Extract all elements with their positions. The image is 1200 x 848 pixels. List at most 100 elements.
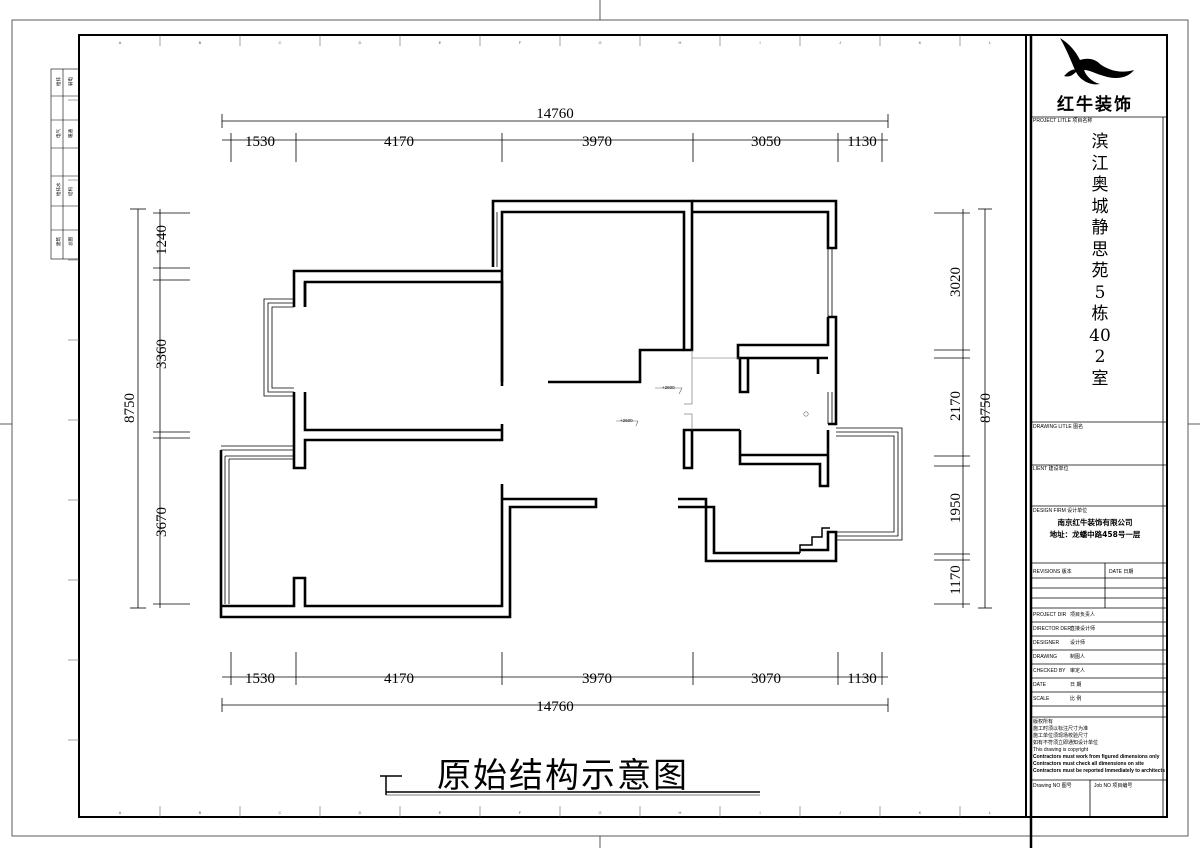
window-left-bay (263, 298, 294, 397)
note-line: 如有不符须立即通知设计单位 (1033, 740, 1099, 746)
dim-top: 3050 (751, 134, 781, 150)
client-cn: 建设单位 (1048, 466, 1069, 472)
drawing-border (78, 34, 1168, 818)
note-line: 施工时须以标注尺寸为准 (1033, 726, 1089, 732)
date-row: DATE 日期 (1109, 569, 1163, 575)
company-address: 地址：龙蟠中路458号一层 (1049, 530, 1141, 539)
job-no-label: Job NO (1094, 783, 1111, 789)
note-line: Contractors must check all dimensions on… (1033, 761, 1144, 767)
dim-bottom: 1130 (847, 671, 876, 687)
project-dir-cn: 项目负责人 (1070, 612, 1096, 618)
elevation-mark: +2600 (620, 418, 633, 423)
dim-bottom: 3970 (582, 671, 612, 687)
elevation-mark: +2600 (662, 385, 675, 390)
grid-mark: I (759, 810, 760, 815)
dim-bottom: 1530 (245, 671, 275, 687)
company-name: 南京红牛装饰有限公司 (1057, 518, 1133, 527)
scale-cn: 比 例 (1070, 696, 1082, 702)
grid-mark: H (679, 40, 682, 45)
plan-details (616, 350, 809, 430)
wall-room-right-lower (678, 497, 838, 563)
stamp-label: 给排 (55, 77, 62, 86)
dim-right: 1950 (948, 493, 964, 523)
design-firm-label: DESIGN FIRM (1033, 508, 1066, 514)
dim-bottom: 3070 (751, 671, 781, 687)
company-block: 南京红牛装饰有限公司 地址：龙蟠中路458号一层 (1040, 517, 1150, 541)
dim-top: 1130 (847, 134, 876, 150)
client-label: LIENT (1033, 466, 1048, 472)
drawing-title-label: DRAWING LITLE (1033, 424, 1072, 430)
wall-right-lower-step (799, 527, 830, 553)
dim-left: 1240 (154, 225, 170, 255)
job-no-cn: 项目编号 (1112, 783, 1133, 789)
dim-top: 3970 (582, 134, 612, 150)
grid-mark: C (279, 810, 282, 815)
plan-title: 原始结构示意图 (437, 756, 689, 796)
grid-mark: J (839, 810, 841, 815)
client-row: LIENT 建设单位 (1033, 466, 1163, 472)
dim-left: 3670 (154, 507, 170, 537)
grid-mark: B (199, 40, 202, 45)
grid-mark: F (519, 40, 522, 45)
designer-cn: 设计师 (1070, 640, 1086, 646)
note-line: Contractors must be reported Immediately… (1033, 768, 1165, 774)
company-logo (1060, 38, 1134, 85)
drawing-label: DRAWING (1033, 654, 1057, 660)
stamp-label: 电气 (55, 129, 61, 138)
copyright-notes: 版权所有 施工时须以标注尺寸为准 施工单位须现场校验尺寸 如有不符须立即通知设计… (1033, 719, 1165, 775)
window-left-lower-bay (220, 445, 294, 606)
drawing-title-row: DRAWING LITLE 图名 (1033, 424, 1163, 430)
grid-mark: F (519, 810, 522, 815)
company-logo-name: 红牛装饰 (1057, 95, 1133, 115)
grid-mark: L (989, 40, 992, 45)
wall-bedroom-upper (292, 269, 504, 470)
dimension-lines (130, 114, 992, 712)
grid-mark: H (679, 810, 682, 815)
project-dir-label: PROJECT DIR (1033, 612, 1067, 618)
scale-label: SCALE (1033, 696, 1050, 702)
stamp-label: 总图 (67, 237, 74, 246)
grid-mark: C (279, 40, 282, 45)
note-line: Contractors must work from figured dimen… (1033, 754, 1160, 760)
wall-bedroom-upper-inner (303, 282, 502, 432)
title-block-grid (1031, 116, 1167, 817)
director-label: DIRECTOR DER (1033, 626, 1071, 632)
revisions-label: REVISIONS (1033, 569, 1061, 575)
date-label: DATE (1109, 569, 1122, 575)
checked-label: CHECKED BY (1033, 668, 1066, 674)
dim-right-total: 8750 (978, 393, 994, 423)
elevation-labels: +2600 +2600 (620, 385, 675, 423)
revisions-row: REVISIONS 版本 (1033, 569, 1103, 575)
project-title-cn: 项目名称 (1072, 118, 1093, 124)
grid-letters-bottom: A B C D E F G H I J K L (119, 810, 992, 815)
stamp-label: 建筑 (55, 237, 62, 246)
grid-ticks (68, 35, 961, 817)
dim-left-total: 8750 (122, 393, 138, 423)
plan-title-underline (380, 775, 760, 796)
dim-right: 3020 (948, 267, 964, 297)
grid-mark: E (439, 40, 442, 45)
grid-mark: A (119, 810, 122, 815)
note-line: 版权所有 (1033, 719, 1054, 725)
window-middle-top (492, 212, 498, 267)
grid-mark: L (989, 810, 992, 815)
grid-mark: G (598, 40, 601, 45)
design-firm-row: DESIGN FIRM 设计单位 (1033, 508, 1163, 514)
revisions-cn: 版本 (1061, 569, 1072, 575)
grid-mark: D (359, 810, 362, 815)
drawing-cn: 制图人 (1070, 654, 1086, 660)
grid-letters-top: A B C D E F G H I J K L (119, 40, 992, 45)
stamp-label: 暖通 (67, 129, 74, 138)
floor-drain-icon (803, 411, 809, 417)
grid-mark: G (598, 810, 601, 815)
drawing-no-row: Drawing NO 图号 (1033, 783, 1088, 789)
grid-mark: E (439, 810, 442, 815)
note-line: This drawing is copyright (1033, 747, 1089, 753)
grid-mark: K (919, 40, 922, 45)
project-title-row: PROJECT LITLE 项目名称 (1033, 118, 1163, 124)
grid-mark: B (199, 810, 202, 815)
project-title-label: PROJECT LITLE (1033, 118, 1071, 124)
window-bath (827, 392, 833, 424)
wall-living-upper (491, 199, 694, 386)
